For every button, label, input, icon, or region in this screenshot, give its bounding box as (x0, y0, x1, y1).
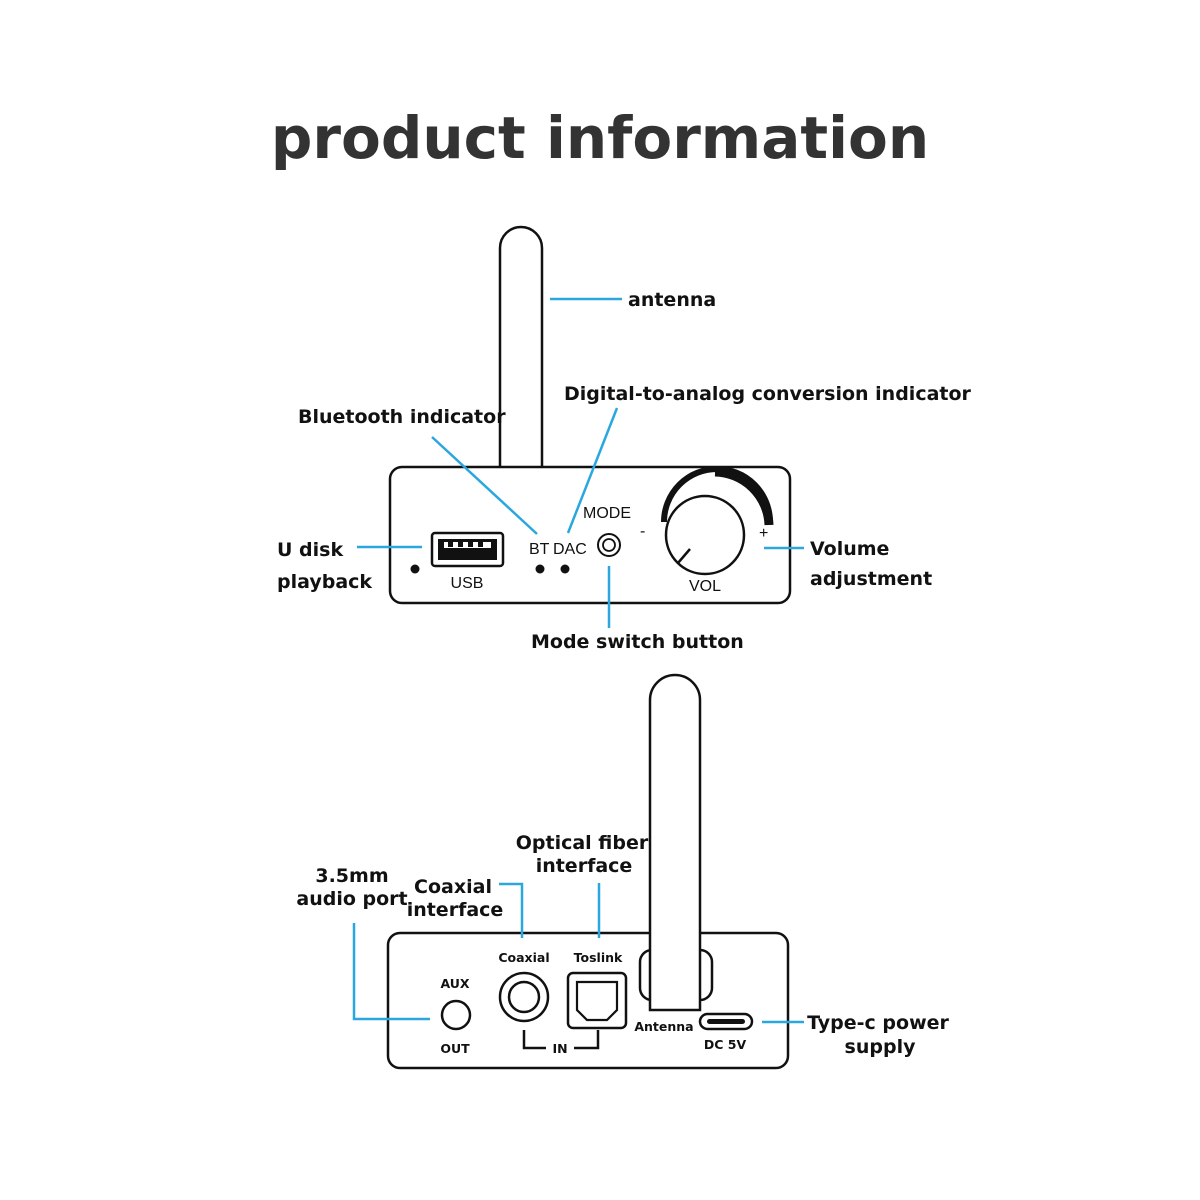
callout-volume-1: Volume (810, 538, 889, 560)
coaxial-label: Coaxial (498, 950, 549, 965)
callout-antenna: antenna (628, 289, 716, 311)
bt-indicator-led (535, 564, 545, 574)
rear-leader-lines (352, 882, 804, 1024)
usb-label: USB (451, 575, 484, 592)
usb-port (430, 531, 505, 568)
callout-optical-2: interface (536, 855, 633, 877)
dac-indicator-led (560, 564, 570, 574)
front-leader-lines (357, 297, 804, 628)
front-antenna (498, 225, 544, 470)
mode-label: MODE (583, 505, 631, 522)
page-title: product information (270, 104, 930, 172)
callout-audio-port-2: audio port (296, 888, 407, 910)
aux-jack[interactable] (440, 999, 472, 1031)
in-label: IN (552, 1041, 567, 1056)
dc5v-label: DC 5V (704, 1037, 747, 1052)
callout-typec-1: Type-c power (807, 1012, 949, 1034)
rear-device: AUX OUT Coaxial Toslink IN Antenna DC 5V (386, 673, 790, 1070)
callout-bt-indicator: Bluetooth indicator (298, 406, 506, 428)
callout-udisk-2: playback (277, 571, 372, 593)
coaxial-leader (499, 882, 524, 938)
audio-port-leader (352, 923, 430, 1021)
front-dot (410, 564, 420, 574)
vol-label: VOL (689, 578, 721, 595)
antenna-label: Antenna (634, 1019, 693, 1034)
bt-label: BT (529, 541, 550, 558)
callout-volume-2: adjustment (810, 568, 932, 590)
callout-optical-1: Optical fiber (516, 832, 649, 854)
aux-label: AUX (440, 976, 469, 991)
callout-udisk-1: U disk (277, 539, 343, 561)
bt-leader (431, 436, 538, 535)
front-device: USB BT DAC MODE - + VOL (388, 225, 792, 605)
callout-dac-indicator: Digital-to-analog conversion indicator (564, 383, 972, 405)
callout-mode-button: Mode switch button (531, 631, 744, 653)
vol-plus-label: + (759, 525, 768, 542)
vol-minus-label: - (640, 523, 645, 540)
out-label: OUT (440, 1041, 470, 1056)
callout-audio-port-1: 3.5mm (315, 865, 388, 887)
dac-label: DAC (553, 541, 587, 558)
rear-antenna (648, 673, 702, 1012)
toslink-label: Toslink (574, 950, 623, 965)
toslink-port[interactable] (566, 971, 628, 1030)
callout-coaxial-1: Coaxial (414, 876, 492, 898)
callout-typec-2: supply (845, 1036, 917, 1058)
volume-knob[interactable] (661, 466, 774, 576)
callout-coaxial-2: interface (407, 899, 504, 921)
dac-leader (566, 407, 619, 534)
